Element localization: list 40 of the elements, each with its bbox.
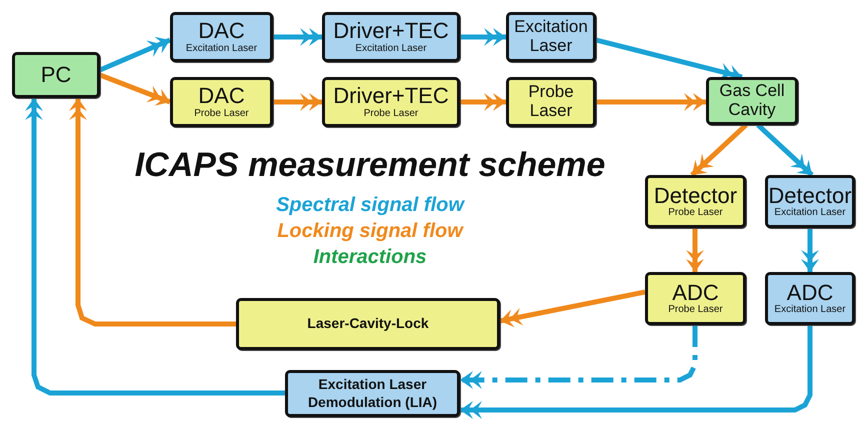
box-subtitle: Excitation Laser xyxy=(355,42,427,55)
box-label: Excitation Laser xyxy=(513,18,589,56)
box-label: DAC xyxy=(198,19,245,43)
box-subtitle: Probe Laser xyxy=(364,108,418,120)
process-box xyxy=(506,12,596,62)
box-label: ADC xyxy=(786,280,834,304)
box-label: Gas Cell Cavity xyxy=(718,82,786,120)
box-label: Laser-Cavity-Lock xyxy=(307,315,429,333)
box-subtitle: Excitation Laser xyxy=(774,207,846,220)
process-box xyxy=(506,77,596,127)
process-box xyxy=(765,272,855,325)
box-label: DAC xyxy=(198,84,245,108)
box-subtitle: Probe Laser xyxy=(668,304,723,316)
process-box xyxy=(12,52,100,98)
process-box xyxy=(645,175,746,228)
process-box xyxy=(236,298,500,350)
legend-entry: Interactions xyxy=(312,246,428,269)
box-subtitle: Excitation Laser xyxy=(186,42,258,55)
process-box xyxy=(322,12,460,62)
box-label: Driver+TEC xyxy=(333,84,449,108)
box-subtitle: Excitation Laser xyxy=(774,304,846,316)
process-box xyxy=(170,12,273,62)
box-subtitle: Probe Laser xyxy=(668,207,723,220)
box-label: PC xyxy=(40,63,72,87)
process-box xyxy=(645,272,746,325)
box-label: Detector xyxy=(654,184,738,208)
process-box xyxy=(765,175,855,228)
legend-entry: Spectral signal flow xyxy=(275,194,466,217)
box-label: Driver+TEC xyxy=(333,19,449,43)
process-box xyxy=(170,77,273,127)
process-box xyxy=(706,77,798,125)
box-label: Probe Laser xyxy=(527,83,575,121)
legend-entry: Locking signal flow xyxy=(276,220,465,243)
box-label: ADC xyxy=(672,280,719,304)
process-box xyxy=(285,370,460,417)
box-subtitle: Probe Laser xyxy=(194,108,249,120)
box-label: Detector xyxy=(768,184,852,208)
box-label: Excitation Laser Demodulation (LIA) xyxy=(306,376,438,411)
diagram-title: ICAPS measurement scheme xyxy=(134,146,606,185)
process-box xyxy=(322,77,460,127)
